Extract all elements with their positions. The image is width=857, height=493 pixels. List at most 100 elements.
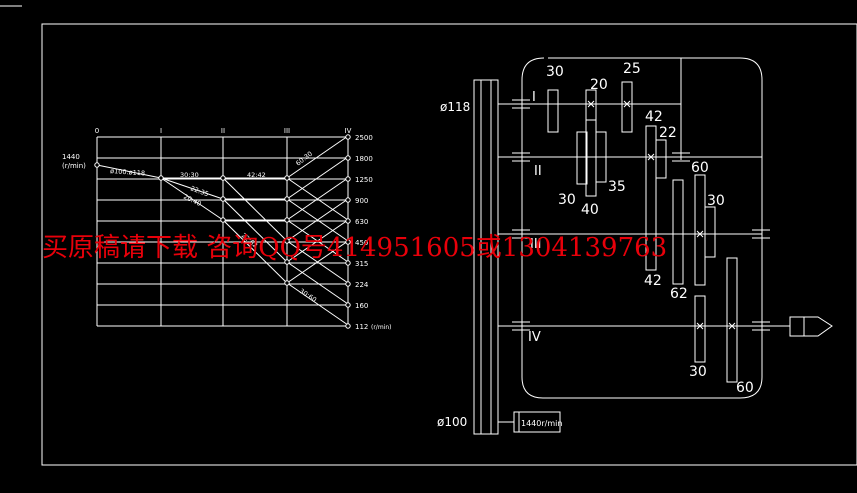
path-pulley (96, 164, 162, 179)
speed-tick-450: 450 (355, 239, 368, 247)
bearings (512, 99, 770, 331)
pulley-label-bottom: ø100 (437, 415, 467, 429)
speed-tick-1800: 1800 (355, 155, 373, 163)
speed-tick-160: 160 (355, 302, 368, 310)
node-shaft-ii-2 (220, 217, 226, 223)
gear-60-shaft-iii (694, 174, 706, 286)
key-mark-1 (623, 100, 631, 108)
node-output-5 (345, 239, 351, 245)
spindle-nose (789, 316, 833, 337)
input-speed-unit: (r/min) (62, 162, 86, 170)
path-20-40 (160, 177, 224, 221)
path-30-60-5 (286, 282, 349, 326)
shaft-label-0: 0 (95, 127, 99, 135)
node-shaft-iii-2 (284, 217, 290, 223)
gear-35-shaft-ii (595, 131, 607, 183)
gear-30-shaft-i (547, 89, 559, 133)
gear-label-30-iii: 30 (707, 193, 725, 209)
gear-label-20-i: 20 (590, 77, 608, 93)
gear-label-60-iv: 60 (736, 380, 754, 396)
gear-label-22-ii: 22 (659, 125, 677, 141)
gearbox-housing (521, 57, 763, 399)
gear-key-marks (587, 100, 736, 330)
node-shaft-ii-1 (220, 196, 226, 202)
node-shaft-iii-5 (284, 280, 290, 286)
gear-30-shaft-iii (704, 206, 716, 258)
path-22-62-1 (222, 198, 288, 263)
node-shaft-iii-4 (284, 259, 290, 265)
ratio-label-42-42: 42:42 (247, 171, 266, 179)
ratio-label-30-30: 30:30 (180, 171, 199, 179)
path-60-30-3 (286, 198, 349, 242)
input-speed-value: 1440 (62, 153, 80, 161)
speed-tick-2500: 2500 (355, 134, 373, 142)
drawing-border (41, 23, 857, 466)
gear-20-shaft-i (585, 89, 597, 121)
node-shaft-ii-0 (220, 175, 226, 181)
shaft-label-4: IV (345, 127, 352, 135)
shaft-label-iii: III (530, 237, 542, 252)
node-output-9 (345, 323, 351, 329)
ratio-label-pulley: ø100:ø118 (110, 167, 145, 177)
path-22-62-2 (222, 219, 288, 284)
speed-tick-224: 224 (355, 281, 369, 289)
node-output-0 (345, 134, 351, 140)
speed-tick-630: 630 (355, 218, 368, 226)
speed-tick-112: 112 (355, 323, 368, 331)
gear-label-30-iv: 30 (689, 364, 707, 380)
motor-speed-label: 1440r/min (521, 419, 562, 428)
speed-chart-nodes (94, 134, 351, 329)
ratio-label-60-30: 60:30 (294, 150, 314, 168)
shaft-label-iv: IV (528, 330, 541, 345)
gear-62-shaft-iii (672, 179, 684, 285)
speed-tick-1250: 1250 (355, 176, 373, 184)
gear-42-shaft-ii (645, 125, 657, 271)
gear-label-25-i: 25 (623, 61, 641, 77)
shaft-label-ii: II (534, 164, 542, 179)
shaft-label-3: III (284, 127, 290, 135)
watermark-text: 买原稿请下载 咨询QQ号414951605或1304139763 (42, 233, 667, 263)
speed-tick-900: 900 (355, 197, 368, 205)
gear-label-60-iii: 60 (691, 160, 709, 176)
speed-chart (94, 134, 351, 329)
gear-label-35-ii: 35 (608, 179, 626, 195)
gear-label-30-ii: 30 (558, 192, 576, 208)
node-output-1 (345, 155, 351, 161)
shaft-label-1: I (160, 127, 162, 135)
path-22-35 (160, 177, 224, 200)
path-60-30-0 (286, 135, 349, 179)
node-shaft-iii-3 (284, 238, 290, 244)
gear-label-42-i: 42 (645, 109, 663, 125)
key-mark-4 (728, 322, 736, 330)
path-22-62-0 (222, 177, 288, 242)
node-output-4 (345, 218, 351, 224)
key-mark-5 (696, 322, 704, 330)
shaft-label-i: I (532, 90, 536, 105)
gear-22-shaft-ii (655, 139, 667, 179)
key-mark-2 (647, 153, 655, 161)
gear-label-40-ii: 40 (581, 202, 599, 218)
gear-60-shaft-iv (726, 257, 738, 383)
speed-tick-315: 315 (355, 260, 368, 268)
gear-30-shaft-iv (694, 295, 706, 363)
node-input (94, 162, 100, 168)
node-shaft-iii-0 (284, 175, 290, 181)
motor-box (513, 411, 561, 433)
gear-30-shaft-ii (576, 131, 588, 185)
path-60-30-4 (286, 219, 349, 263)
belt-drive (473, 79, 499, 435)
node-output-3 (345, 197, 351, 203)
speed-chart-paths (96, 135, 349, 326)
path-30-60-4 (286, 261, 349, 305)
key-mark-0 (587, 100, 595, 108)
speed-unit-label: (r/min) (371, 324, 391, 331)
shaft-label-2: II (221, 127, 225, 135)
path-60-30-5 (286, 240, 349, 284)
gear-25-shaft-i (621, 81, 633, 133)
ratio-label-30-60: 30:60 (298, 287, 318, 304)
node-output-6 (345, 260, 351, 266)
gearbox-schematic (473, 57, 833, 435)
node-shaft-i (158, 175, 164, 181)
node-output-2 (345, 176, 351, 182)
